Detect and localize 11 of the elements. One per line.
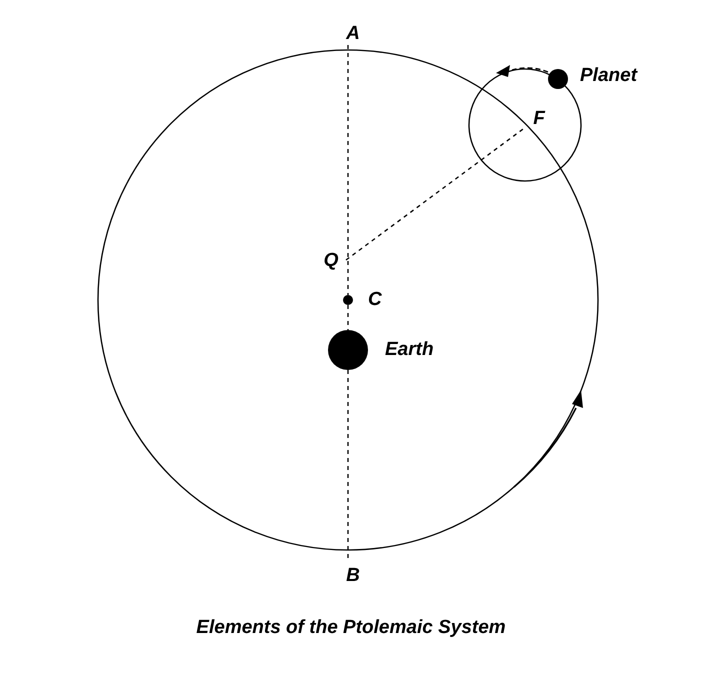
caption: Elements of the Ptolemaic System [195,618,507,637]
body-label: C [368,290,382,309]
dashed-line [347,45,349,295]
point-label: A [346,24,360,42]
point-label: B [346,566,360,584]
dashed-line [346,127,526,261]
point-label: Q [324,250,338,270]
point-label: F [533,108,545,128]
body-label: Earth [385,340,434,359]
dashed-line [347,305,349,330]
body-label: Planet [580,66,638,85]
